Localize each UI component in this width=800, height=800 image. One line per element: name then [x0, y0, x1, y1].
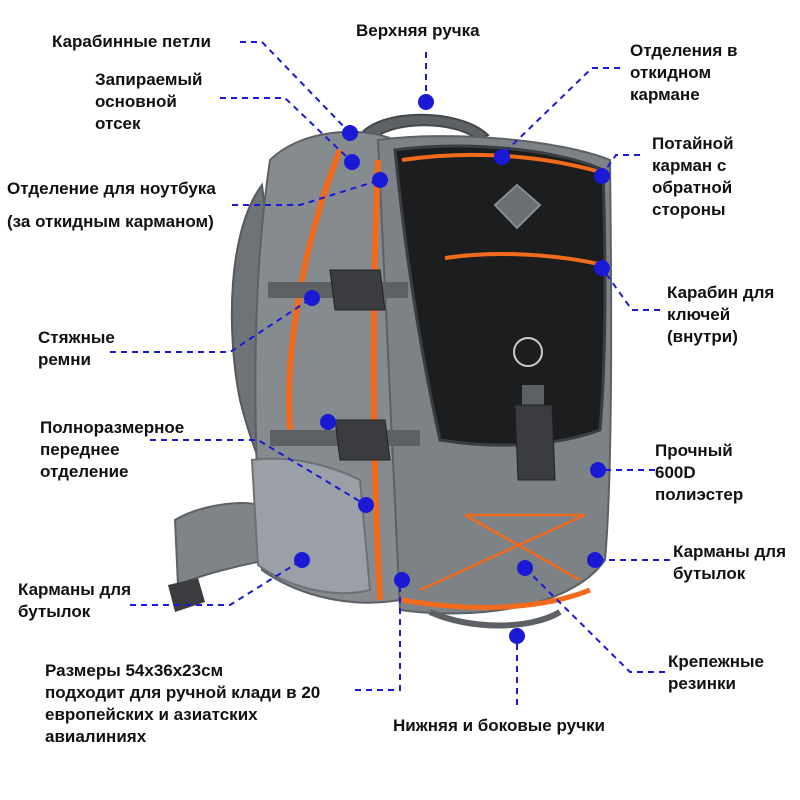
marker-straps-2 [320, 414, 336, 430]
label-laptop-note: (за откидным карманом) [7, 212, 214, 231]
label-bottle-pockets-left: Карманы для бутылок [18, 580, 132, 621]
orange-edge-front [370, 159, 383, 601]
marker-bottles-right [587, 552, 603, 568]
brand-logo [513, 337, 543, 367]
marker-carabiner-loops-1 [342, 125, 358, 141]
orange-edge-left [286, 148, 343, 431]
orange-zip-mid [444, 252, 604, 267]
label-top-handle: Верхняя ручка [356, 21, 480, 40]
leader-dimensions [355, 582, 401, 691]
leader-lockable-main [220, 97, 353, 163]
label-carabiner-loops: Карабинные петли [52, 32, 211, 51]
marker-flap-pockets [494, 149, 510, 165]
label-flap-pockets: Отделения в откидном кармане [630, 41, 738, 104]
label-dimensions: Размеры 54x36x23см подходит для ручной к… [45, 661, 321, 746]
label-polyester: Прочный 600D полиэстер [655, 441, 744, 504]
marker-straps-1 [304, 290, 320, 306]
label-hidden-pocket: Потайной карман с обратной стороны [652, 134, 734, 219]
marker-lockable-main [372, 172, 388, 188]
marker-bottom-handles [509, 628, 525, 644]
marker-dimensions [394, 572, 410, 588]
marker-hidden-pocket [594, 168, 610, 184]
marker-front-compartment [358, 497, 374, 513]
front-buckle [514, 404, 556, 481]
front-flap-pocket [393, 144, 607, 447]
orange-bottom-trim [401, 587, 591, 610]
leader-key-clip [601, 267, 660, 311]
label-front-compartment: Полноразмерное переднее отделение [40, 418, 185, 481]
marker-bungee [517, 560, 533, 576]
hip-buckle [168, 578, 205, 612]
leader-hidden-pocket [601, 154, 640, 176]
label-bottle-pockets-right: Карманы для бутылок [673, 542, 787, 583]
label-compression-straps: Стяжные ремни [38, 328, 115, 369]
buckle-bottom [334, 419, 391, 461]
leader-bungee [524, 567, 665, 673]
leader-laptop [232, 179, 381, 206]
marker-bottles-left [294, 552, 310, 568]
label-key-clip: Карабин для ключей (внутри) [667, 283, 775, 346]
label-bungee: Крепежные резинки [668, 652, 765, 693]
marker-carabiner-loops-2 [344, 154, 360, 170]
label-lockable-main: Запираемый основной отсек [95, 70, 203, 133]
marker-key-clip [594, 260, 610, 276]
label-laptop-compartment: Отделение для ноутбука [7, 179, 216, 198]
leader-straps [110, 297, 313, 353]
leader-flap-pockets [501, 67, 620, 156]
bungee-cords [419, 513, 586, 592]
bottom-handle [428, 609, 562, 629]
diamond-patch [493, 183, 542, 230]
marker-top-handle [418, 94, 434, 110]
leader-front-compartment [150, 439, 367, 506]
buckle-top [329, 269, 386, 311]
leader-bottles-left [130, 559, 303, 606]
label-bottom-handles: Нижняя и боковые ручки [393, 716, 605, 735]
leader-carabiner-loops [240, 41, 351, 134]
marker-polyester [590, 462, 606, 478]
